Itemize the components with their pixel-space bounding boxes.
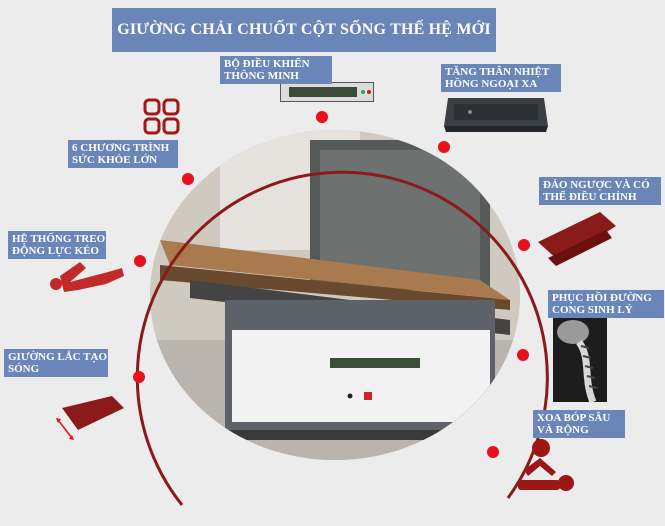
feature-arc — [135, 170, 549, 506]
infrared-heater-image — [442, 96, 550, 134]
arc-dot-programs — [182, 173, 194, 185]
massage-figure-icon — [518, 439, 574, 491]
controller-panel-image — [280, 82, 374, 102]
suspension-figure-icon — [50, 262, 124, 292]
spine-xray-icon — [553, 318, 607, 402]
arc-dot-controller — [316, 111, 328, 123]
arc-dot-spine — [517, 349, 529, 361]
arc-dot-massage — [487, 446, 499, 458]
arc-dot-suspension — [134, 255, 146, 267]
arc-dot-heating — [438, 141, 450, 153]
page-title: GIƯỜNG CHẢI CHUỐT CỘT SỐNG THẾ HỆ MỚI — [112, 8, 496, 52]
wave-bed-icon — [56, 396, 124, 440]
device-photo — [150, 130, 520, 460]
arc-dot-reverse — [518, 239, 530, 251]
arc-dot-wave — [133, 371, 145, 383]
reverse-bed-icon — [538, 212, 616, 266]
six-program-grid-icon — [143, 98, 180, 135]
